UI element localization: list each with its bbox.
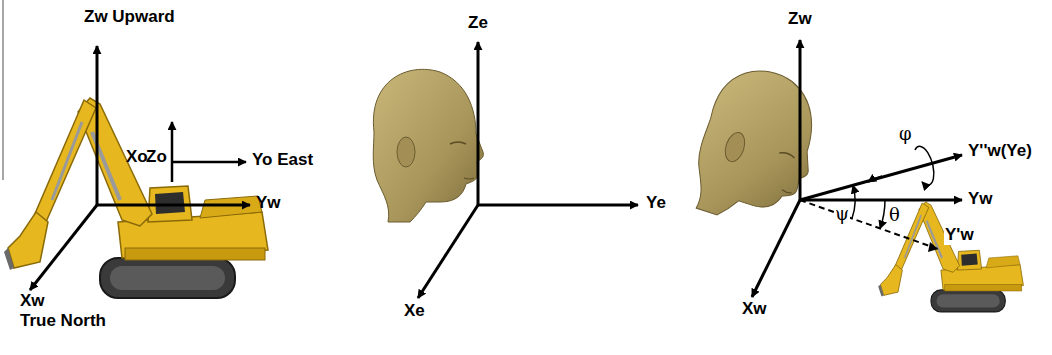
axis-label: Ze [468,14,488,33]
axis-label: Xw [742,300,767,319]
head [373,69,483,222]
angle-symbol: θ [888,205,901,225]
angle-symbol: ψ [834,204,850,224]
projected-axis [800,200,938,249]
direction-label: True North [20,312,106,331]
head [682,58,834,237]
angle-symbol: φ [898,124,913,144]
head-axes [418,42,638,298]
axis-label: Xo [126,148,148,167]
axis-label: Ye [646,194,666,213]
axis-label: Zw Upward [84,8,175,27]
local-axes [172,122,246,182]
border-line [2,0,4,180]
excavator [4,98,268,298]
axis-label: Y''w(Ye) [968,142,1032,161]
axis-label: Y'w [944,226,975,245]
axis-label: Xe [404,302,425,321]
rotation-arrow [915,146,934,185]
axis-label: Yo East [252,151,313,170]
rotated-axes [752,40,962,297]
axis-label: Zo [146,148,167,167]
arrow-head [928,242,938,252]
axis-label: Yw [968,190,993,209]
angle-arc [852,176,885,229]
axis-label: Xw [20,292,45,311]
excavator [878,202,1023,312]
world-axes [30,46,250,290]
axis-label: Yw [256,194,281,213]
axis-label: Zw [788,10,812,29]
